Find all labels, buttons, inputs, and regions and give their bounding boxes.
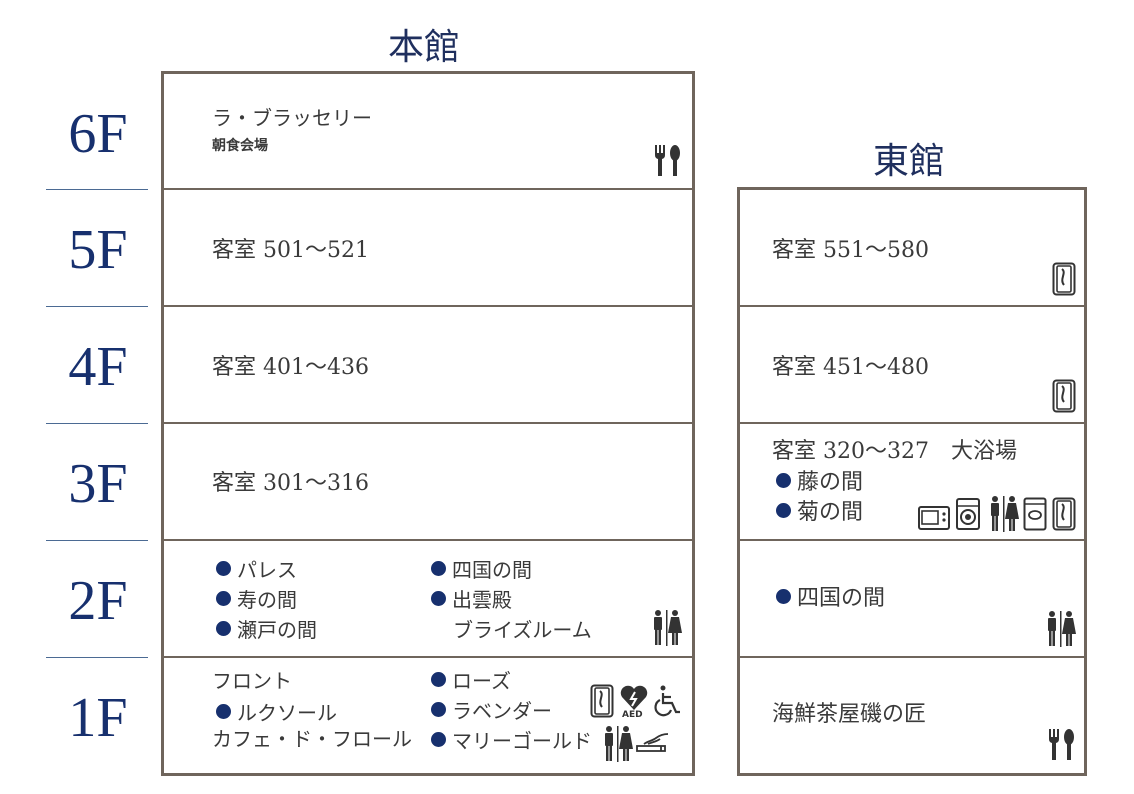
list-item: マリーゴールド <box>431 731 592 751</box>
east-floor-divider <box>737 305 1087 307</box>
front-desk-label: フロント <box>212 669 292 693</box>
floor-label-1f: 1F <box>68 687 128 749</box>
vending-machine-icon <box>1052 497 1076 531</box>
list-item: 寿の間 <box>216 590 297 610</box>
east-floor-divider <box>737 656 1087 658</box>
east-1f-restaurant-name: 海鮮茶屋磯の匠 <box>772 702 927 727</box>
east-5f-rooms: 客室 551～580 <box>772 238 929 263</box>
east-3f-rooms: 客室 320～327 大浴場 <box>772 439 1017 464</box>
list-item: 菊の間 <box>776 502 863 524</box>
main-floor-divider <box>161 422 695 424</box>
main-6f-restaurant-name: ラ・ブラッセリー <box>212 106 372 130</box>
smoking-icon <box>636 732 670 754</box>
list-item: 藤の間 <box>776 472 863 494</box>
east-building-frame <box>737 187 1087 776</box>
list-item: 四国の間 <box>431 560 532 580</box>
main-3f-rooms: 客室 301～316 <box>212 471 369 496</box>
floor-label-5f: 5F <box>68 219 128 281</box>
main-5f-rooms: 客室 501～521 <box>212 238 369 263</box>
ice-machine-icon <box>1023 497 1047 531</box>
list-item: 瀬戸の間 <box>216 620 317 640</box>
list-item: ローズ <box>431 671 511 691</box>
aed-icon <box>619 684 649 720</box>
east-floor-divider <box>737 539 1087 541</box>
list-item: 四国の間 <box>776 588 885 610</box>
floor-divider <box>46 423 148 424</box>
floor-label-2f: 2F <box>68 570 128 632</box>
main-building-title: 本館 <box>388 27 461 67</box>
east-floor-divider <box>737 422 1087 424</box>
restroom-icon <box>1046 611 1076 647</box>
floor-label-3f: 3F <box>68 453 128 515</box>
vending-machine-icon <box>590 684 614 718</box>
restroom-icon <box>989 496 1019 532</box>
list-item: ブライズルーム <box>453 618 592 642</box>
restroom-icon <box>652 610 682 646</box>
restroom-icon <box>603 726 633 762</box>
list-item: ラベンダー <box>431 701 552 721</box>
main-4f-rooms: 客室 401～436 <box>212 355 369 380</box>
floor-divider <box>46 657 148 658</box>
main-floor-divider <box>161 656 695 658</box>
floor-label-4f: 4F <box>68 336 128 398</box>
list-item: パレス <box>216 560 297 580</box>
floor-divider <box>46 540 148 541</box>
east-4f-rooms: 客室 451～480 <box>772 355 929 380</box>
washing-machine-icon <box>956 498 980 530</box>
list-item: ルクソール <box>216 703 337 723</box>
main-floor-divider <box>161 305 695 307</box>
aed-label: AED <box>622 710 643 720</box>
restaurant-icon <box>652 145 682 177</box>
cafe-label: カフェ・ド・フロール <box>212 727 412 751</box>
floor-label-6f: 6F <box>68 103 128 165</box>
main-floor-divider <box>161 539 695 541</box>
vending-machine-icon <box>1052 379 1076 413</box>
restaurant-icon <box>1046 729 1076 761</box>
list-item: 出雲殿 <box>431 590 512 610</box>
floor-divider <box>46 189 148 190</box>
east-building-title: 東館 <box>873 141 946 181</box>
microwave-icon <box>918 506 950 530</box>
main-floor-divider <box>161 188 695 190</box>
wheelchair-icon <box>653 684 685 718</box>
floor-divider <box>46 306 148 307</box>
main-6f-restaurant-sub: 朝食会場 <box>212 138 268 154</box>
vending-machine-icon <box>1052 262 1076 296</box>
